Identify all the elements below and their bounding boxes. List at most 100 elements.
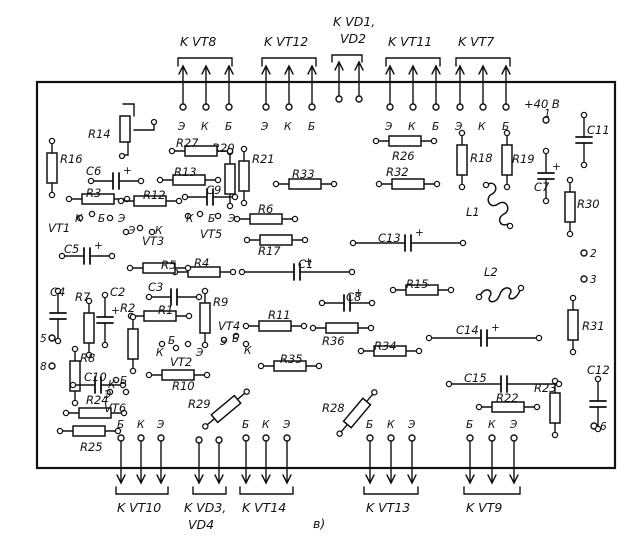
pin-label: Б	[242, 419, 249, 431]
trimmer-r14	[118, 103, 158, 160]
resistor-r36: R36	[309, 322, 375, 348]
terminal-5: 5	[40, 333, 56, 345]
pin-letter: Б	[98, 213, 105, 225]
capacitor-c3: C3	[145, 280, 203, 306]
bottom-group-label: K VT14	[242, 500, 286, 515]
resistor-r2: R2	[120, 301, 139, 375]
component-label: R36	[322, 334, 345, 348]
pin-letter: Б	[232, 333, 239, 345]
pin-label: К	[387, 419, 395, 431]
top-group-label-line1: K VD1,	[333, 14, 375, 29]
capacitor-c7: +C7	[534, 147, 561, 205]
component-label: C9	[206, 183, 221, 197]
top-group-kvt8: K VT8 Э К Б	[177, 34, 234, 133]
transistor-pads	[122, 224, 156, 236]
pin-label: К	[137, 419, 145, 431]
polarity-mark: +	[354, 287, 363, 299]
component-label: C11	[587, 123, 610, 137]
transistor-label: VT2	[170, 355, 192, 369]
resistor-r24: R24	[62, 393, 128, 419]
terminal-label: 8	[40, 361, 47, 373]
resistor-r26: R26	[372, 135, 438, 163]
component-label: R21	[252, 152, 275, 166]
resistor-r16: R16	[46, 137, 83, 199]
component-label: R3	[86, 186, 101, 200]
component-label: R23	[534, 381, 557, 395]
component-label: R2	[120, 301, 135, 315]
component-label: R30	[577, 197, 600, 211]
transistor-label: VT1	[48, 221, 70, 235]
terminal-1: 1	[542, 108, 551, 124]
bottom-group-kvd3-vd4: K VD3, VD4	[184, 436, 227, 532]
bottom-group-kvt9: Б К Э K VT9	[463, 419, 521, 515]
component-label: C7	[534, 180, 550, 194]
component-label: C4	[50, 285, 65, 299]
component-label: C12	[587, 363, 610, 377]
capacitor-c5: +C5	[58, 240, 116, 265]
pin-label: Э	[384, 121, 393, 133]
resistor-r29: R29	[188, 388, 250, 430]
transistor-pads	[184, 210, 222, 220]
polarity-mark: +	[111, 305, 120, 317]
board-outline	[35, 80, 617, 470]
component-label: C10	[84, 370, 107, 384]
component-label: R1	[158, 303, 173, 317]
figure-label: в)	[313, 516, 325, 531]
component-label: R26	[392, 149, 415, 163]
component-label: C2	[110, 285, 125, 299]
resistor-r15: R15	[389, 277, 455, 296]
component-label: R16	[60, 152, 83, 166]
capacitor-c15: C15	[445, 371, 563, 393]
pin-label: Э	[407, 419, 416, 431]
polarity-mark: +	[491, 322, 500, 334]
pin-label: Б	[117, 419, 124, 431]
top-group-label: K VT8	[180, 34, 216, 49]
transistor-label: VT3	[142, 234, 164, 248]
resistor-r14: R14	[88, 127, 111, 141]
component-label: C13	[378, 231, 401, 245]
terminal-2: 2	[580, 248, 597, 260]
component-label: R34	[374, 339, 397, 353]
resistor-r22: R22	[475, 391, 541, 413]
transistor-pads	[106, 376, 130, 396]
component-label: R25	[80, 440, 103, 454]
resistor-r11: R11	[242, 308, 308, 332]
resistor-r12: R12	[117, 188, 183, 207]
component-label: R13	[174, 165, 197, 179]
resistor-r33: R33	[272, 167, 338, 190]
terminal-label: 2	[590, 248, 597, 260]
resistor-r8: R8	[69, 345, 95, 407]
pin-label: Э	[282, 419, 291, 431]
top-group-kvd1-vd2: K VD1, VD2	[331, 14, 375, 103]
component-label: R19	[512, 152, 535, 166]
transistor-vt3: VT3 Э К	[127, 225, 164, 248]
resistor-r18: R18	[456, 129, 493, 191]
terminal-label: 6	[600, 421, 607, 433]
terminal-8: 8	[40, 361, 56, 373]
pin-letter: К	[155, 225, 163, 237]
resistor-r35: R35	[257, 352, 323, 372]
transistor-pads	[220, 332, 250, 348]
resistor-r30: R30	[564, 176, 600, 238]
capacitor-c10: C10	[69, 370, 127, 394]
resistor-r28: R28	[322, 389, 378, 437]
inductor-l2: L2	[475, 265, 525, 303]
pin-letter: Э	[219, 336, 228, 348]
bottom-group-label: K VT13	[366, 500, 410, 515]
pin-letter: К	[156, 347, 164, 359]
component-label: R9	[213, 295, 228, 309]
pin-label: Б	[308, 121, 315, 133]
transistor-vt1: VT1 К Б Э	[48, 213, 126, 235]
component-label: R27	[176, 136, 199, 150]
transistor-vt5: VT5 К Б Э	[186, 213, 236, 241]
pin-label: Э	[454, 121, 463, 133]
inductor-l1: L1	[466, 181, 514, 230]
inductor-label: L1	[466, 205, 480, 219]
resistor-r1: R1	[127, 303, 193, 322]
pin-letter: Э	[227, 213, 236, 225]
transistor-pads	[158, 340, 192, 352]
bottom-group-label: K VT10	[117, 500, 161, 515]
capacitor-c9: C9	[181, 183, 239, 206]
terminal-label: 3	[590, 274, 597, 286]
